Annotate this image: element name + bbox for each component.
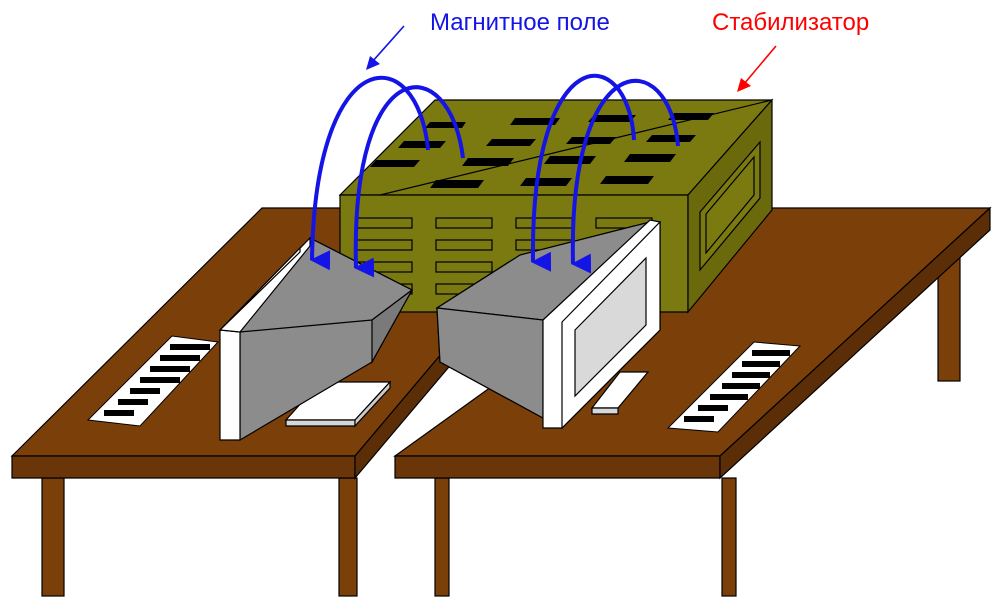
pointer-arrows: [366, 25, 777, 92]
right-table-side-edge: [719, 206, 991, 480]
pointer-arrow-icon: [371, 25, 405, 63]
right-table-top-edge: [394, 455, 721, 479]
left-keyboard: [86, 335, 220, 427]
right-table-leg: [721, 477, 737, 597]
magnetic-field-arrow-icon: [570, 79, 680, 274]
magnetic-field-label: Магнитное поле: [430, 9, 610, 36]
left-monitor: [218, 236, 414, 442]
left-monitor-bezel: [219, 329, 241, 441]
magnetic-field-arrow-icon: [530, 73, 636, 272]
right-monitor-screen: [574, 256, 647, 398]
left-table-leg: [41, 477, 65, 597]
right-keyboard: [666, 341, 802, 433]
left-table-leg: [338, 477, 358, 597]
pointer-arrow-icon: [743, 45, 777, 85]
left-table-top-edge: [11, 455, 356, 479]
magnetic-field-arrow-icon: [310, 75, 430, 271]
magnetic-field-arrow-icon: [353, 85, 465, 278]
right-table-leg: [434, 477, 450, 597]
stabilizer-label: Стабилизатор: [712, 9, 869, 36]
magnetic-field-lines: [310, 73, 680, 278]
stabilizer-side-panel: [699, 140, 761, 272]
